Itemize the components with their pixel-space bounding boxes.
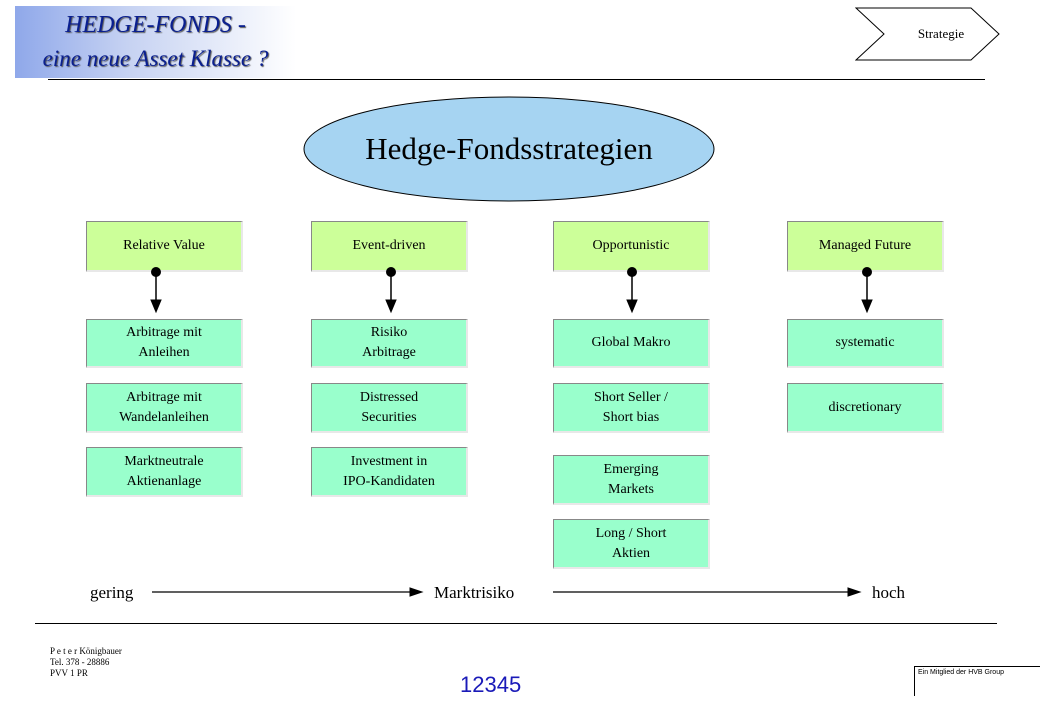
title-line-2: eine neue Asset Klasse ? (42, 46, 269, 71)
footer-contact: P e t e r Königbauer Tel. 378 - 28886 PV… (50, 646, 122, 679)
risk-axis-label: Marktrisiko (434, 583, 515, 602)
arrow-head (861, 299, 873, 314)
risk-arrow-right-head (847, 587, 862, 597)
group-membership-note: Ein Mitglied der HVB Group (918, 669, 1004, 676)
section-tag-chevron (855, 7, 1000, 61)
title-banner (15, 6, 296, 78)
main-title-ellipse (303, 96, 715, 202)
strategy-box: Arbitrage mit Anleihen (86, 319, 243, 368)
strategy-box: systematic (787, 319, 944, 368)
strategy-box: Emerging Markets (553, 455, 710, 505)
group-mark-rule (914, 666, 1040, 667)
footer-author: P e t e r Königbauer (50, 646, 122, 656)
risk-arrow-left-head (409, 587, 424, 597)
strategy-box: Arbitrage mit Wandelanleihen (86, 383, 243, 433)
category-event-driven: Event-driven (311, 221, 468, 272)
strategy-box: Long / Short Aktien (553, 519, 710, 569)
footer-dept: PVV 1 PR (50, 668, 88, 678)
arrow-head (385, 299, 397, 314)
arrow-head (150, 299, 162, 314)
risk-low-label: gering (90, 583, 134, 602)
footer-phone: Tel. 378 - 28886 (50, 657, 110, 667)
strategy-box: Global Makro (553, 319, 710, 368)
footer-divider (35, 623, 997, 624)
category-opportunistic: Opportunistic (553, 221, 710, 272)
strategy-box: Marktneutrale Aktienanlage (86, 447, 243, 497)
category-relative-value: Relative Value (86, 221, 243, 272)
section-tag-label: Strategie (917, 26, 965, 41)
group-mark-vrule (914, 666, 915, 696)
arrow-head (626, 299, 638, 314)
page-number: 12345 (460, 672, 522, 697)
strategy-box: Short Seller / Short bias (553, 383, 710, 433)
header-divider (48, 79, 985, 80)
category-managed-future: Managed Future (787, 221, 944, 272)
main-title: Hedge-Fondsstrategien (365, 131, 653, 166)
strategy-box: Risiko Arbitrage (311, 319, 468, 368)
strategy-box: Distressed Securities (311, 383, 468, 433)
strategy-box: discretionary (787, 383, 944, 433)
risk-high-label: hoch (872, 583, 906, 602)
strategy-box: Investment in IPO-Kandidaten (311, 447, 468, 497)
title-line-1: HEDGE-FONDS - (65, 12, 246, 38)
